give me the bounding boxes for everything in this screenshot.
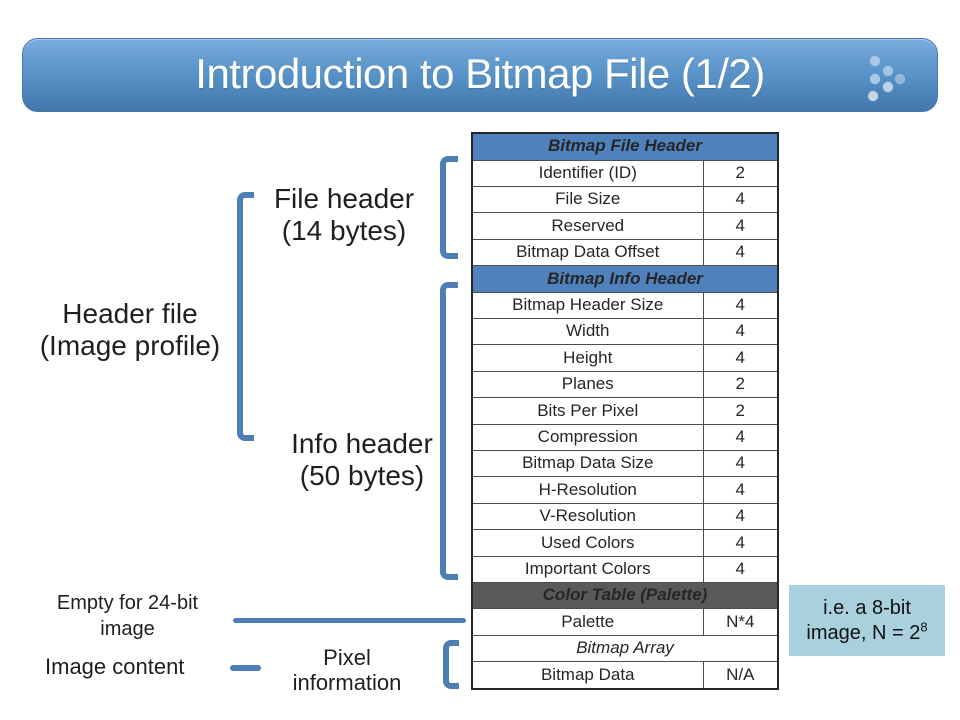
bytes-cell: 4 — [702, 344, 779, 372]
bytes-cell: 4 — [702, 555, 779, 584]
field-cell: Height — [471, 344, 704, 372]
empty-24bit-label: Empty for 24-bit image — [56, 592, 199, 640]
section-header-cell: Bitmap Info Header — [471, 265, 779, 293]
field-cell: Compression — [471, 423, 704, 452]
bytes-cell: 4 — [702, 238, 779, 267]
field-cell: Width — [471, 318, 704, 346]
info-header-rows-bracket — [440, 282, 458, 580]
bytes-cell: 2 — [702, 159, 779, 187]
bytes-cell: 2 — [702, 397, 779, 425]
bytes-cell: 4 — [702, 185, 779, 214]
note-box: i.e. a 8-bit image, N = 28 — [789, 585, 945, 656]
section-header-cell: Bitmap File Header — [471, 132, 779, 161]
field-cell: Palette — [471, 608, 704, 636]
section-header-cell: Color Table (Palette) — [471, 582, 779, 610]
field-cell: Planes — [471, 370, 704, 399]
file-header-label: File header (14 bytes) — [273, 183, 415, 246]
field-cell: V-Resolution — [471, 502, 704, 531]
bytes-cell: 4 — [702, 423, 779, 452]
note-superscript: 8 — [920, 618, 928, 634]
field-cell: Used Colors — [471, 529, 704, 557]
note-line1: i.e. a 8-bit — [823, 596, 911, 619]
file-header-rows-bracket — [440, 156, 458, 259]
table-row: Identifier (ID)2 — [471, 159, 779, 187]
bytes-cell: 4 — [702, 212, 779, 240]
table-row: Bitmap File Header — [471, 132, 779, 161]
bytes-cell: 4 — [702, 529, 779, 557]
note-line2: image, N = 28 — [806, 618, 928, 644]
field-cell: Bits Per Pixel — [471, 397, 704, 425]
table-row: Bitmap Info Header — [471, 265, 779, 293]
field-cell: Bitmap Data Size — [471, 450, 704, 478]
dots-decoration-icon — [867, 55, 906, 102]
field-cell: Reserved — [471, 212, 704, 240]
field-cell: Bitmap Header Size — [471, 291, 704, 320]
field-cell: Bitmap Data Offset — [471, 238, 704, 267]
page-title: Introduction to Bitmap File (1/2) — [195, 50, 765, 97]
image-content-label: Image content — [45, 654, 185, 679]
header-file-group-bracket — [237, 192, 254, 441]
field-cell: H-Resolution — [471, 476, 704, 504]
table-row: Color Table (Palette) — [471, 582, 779, 610]
info-header-label: Info header (50 bytes) — [291, 428, 433, 491]
pixel-information-label: Pixel information — [292, 645, 402, 696]
header-file-label: Header file (Image profile) — [39, 298, 221, 361]
field-cell: Bitmap Data — [471, 661, 704, 690]
bytes-cell: 4 — [702, 450, 779, 478]
bytes-cell: N*4 — [702, 608, 779, 636]
field-cell: File Size — [471, 185, 704, 214]
bitmap-array-rows-bracket — [443, 640, 459, 689]
bytes-cell: 4 — [702, 502, 779, 531]
bytes-cell: 2 — [702, 370, 779, 399]
image-content-dash — [230, 665, 261, 671]
palette-connector-line — [233, 618, 466, 623]
bytes-cell: 4 — [702, 318, 779, 346]
table-row: Bitmap Array — [471, 634, 779, 663]
bytes-cell: N/A — [702, 661, 779, 690]
field-cell: Identifier (ID) — [471, 159, 704, 187]
bytes-cell: 4 — [702, 291, 779, 320]
bytes-cell: 4 — [702, 476, 779, 504]
field-cell: Important Colors — [471, 555, 704, 584]
slide-title-bar: Introduction to Bitmap File (1/2) — [22, 38, 938, 112]
section-header-cell: Bitmap Array — [471, 634, 779, 663]
